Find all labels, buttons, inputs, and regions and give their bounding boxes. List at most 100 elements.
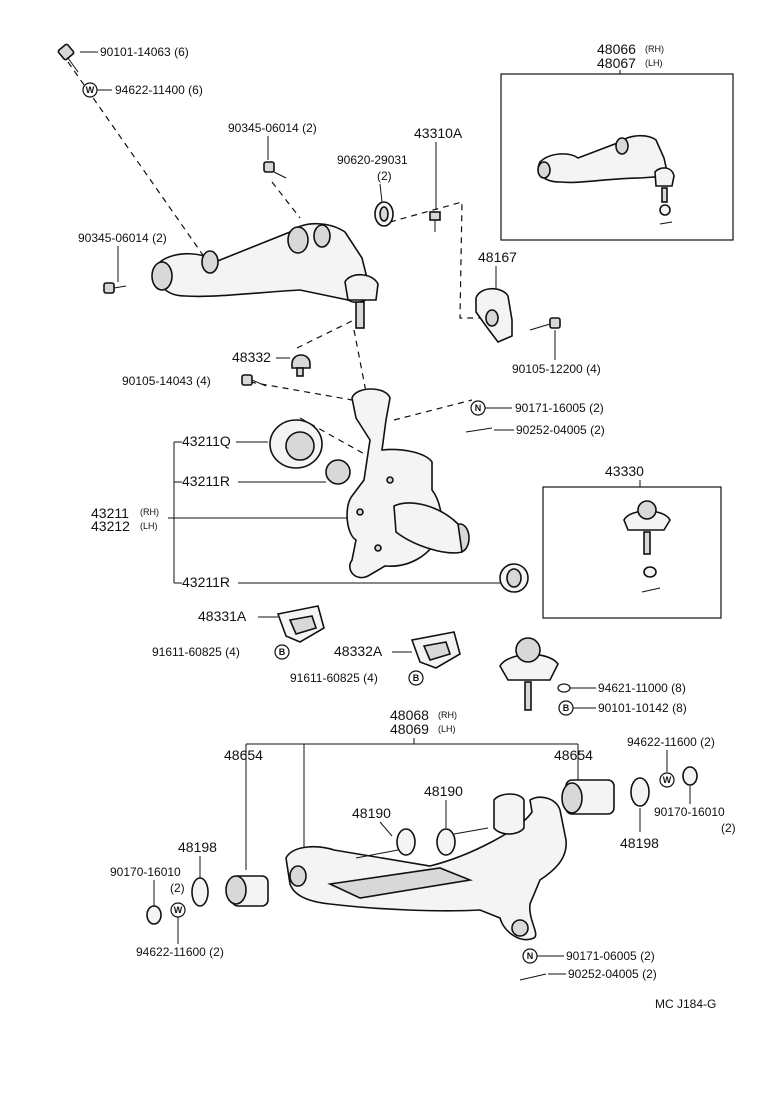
label-bolt-91611-a: 91611-60825 (4) (152, 645, 240, 659)
lower-control-arm (285, 793, 567, 941)
label-48190-a: 48190 (352, 805, 391, 821)
bolt-symbol-c: B (558, 700, 574, 716)
bushing-48654-right-icon (561, 779, 615, 815)
label-48331a: 48331A (198, 608, 247, 624)
label-bolt-90345-a: 90345-06014 (2) (228, 121, 317, 135)
ball-joint-inset-drawing (623, 500, 671, 593)
cotter-pin-a-icon (465, 427, 493, 433)
bearing-43211r-lower-icon (499, 563, 529, 593)
label-43310a: 43310A (414, 125, 463, 141)
washer-symbol-94621 (557, 683, 571, 693)
nut-90170-right-icon (682, 766, 698, 786)
tag-43211-rh: (RH) (140, 507, 159, 517)
label-bolt-90105-14043: 90105-14043 (4) (122, 374, 211, 388)
label-bolt-90105-12200: 90105-12200 (4) (512, 362, 601, 376)
label-43211r-b: 43211R (182, 574, 230, 590)
label-bolt-90101-10142: 90101-10142 (8) (598, 701, 687, 715)
washer-symbol: W (82, 82, 98, 98)
svg-text:W: W (663, 775, 672, 785)
label-nut-90171-16005: 90171-16005 (2) (515, 401, 604, 415)
label-48654-b: 48654 (554, 747, 593, 763)
upper-control-arm (151, 222, 379, 329)
label-48654-a: 48654 (224, 747, 263, 763)
svg-text:N: N (527, 951, 534, 961)
label-43211r-a: 43211R (182, 473, 230, 489)
label-bolt-91611-b: 91611-60825 (4) (290, 671, 378, 685)
label-43330: 43330 (605, 463, 644, 479)
tag-48066-rh: (RH) (645, 44, 664, 54)
label-washer-94622-b: 94622-11600 (2) (136, 945, 224, 959)
label-48332a: 48332A (334, 643, 383, 659)
label-pin-90252-a: 90252-04005 (2) (516, 423, 605, 437)
tag-48068-rh: (RH) (438, 710, 457, 720)
diagram-code: MC J184-G (655, 997, 716, 1011)
cam-bolt-48190-left-icon (355, 828, 416, 859)
upper-arm-inset-drawing (537, 134, 675, 225)
ring-90620-icon (374, 201, 394, 227)
label-bolt-top: 90101-14063 (6) (100, 45, 189, 59)
label-48066: 48066 (597, 41, 636, 57)
tag-48067-lh: (LH) (645, 58, 663, 68)
label-nut-90170-b-qty: (2) (170, 881, 185, 895)
nut-symbol-bottom: N (522, 948, 538, 964)
label-pin-90252-b: 90252-04005 (2) (568, 967, 657, 981)
svg-text:B: B (563, 703, 570, 713)
bolt-symbol-a: B (274, 644, 290, 660)
bolt-90105-12200-icon (529, 317, 561, 331)
label-48332: 48332 (232, 349, 271, 365)
seal-43211q-icon (269, 419, 323, 469)
bracket-48167-icon (475, 287, 513, 343)
label-48190-b: 48190 (424, 783, 463, 799)
steering-knuckle (346, 388, 470, 579)
cotter-pin-b-icon (519, 973, 547, 981)
label-nut-90170-a: 90170-16010 (654, 805, 725, 819)
bumper-48332a-icon (410, 631, 461, 669)
label-48198-b: 48198 (620, 835, 659, 851)
cam-bolt-48190-right-icon (436, 827, 489, 856)
svg-text:N: N (475, 403, 482, 413)
label-ring-90620: 90620-29031 (337, 153, 408, 167)
label-nut-90170-a-qty: (2) (721, 821, 736, 835)
label-48198-a: 48198 (178, 839, 217, 855)
label-43211q: 43211Q (182, 433, 231, 449)
svg-text:W: W (174, 905, 183, 915)
washer-symbol-left: W (170, 902, 186, 918)
tag-48069-lh: (LH) (438, 724, 456, 734)
bolt-90105-14043-icon (241, 374, 267, 387)
washer-symbol-right: W (659, 772, 675, 788)
svg-text:W: W (86, 85, 95, 95)
ball-joint-assembly-box (542, 486, 722, 619)
label-nut-90170-b: 90170-16010 (110, 865, 181, 879)
label-nut-90171-06005: 90171-06005 (2) (566, 949, 655, 963)
label-washer-top: 94622-11400 (6) (115, 83, 203, 97)
cam-washer-48198-right-icon (630, 777, 650, 807)
label-48167: 48167 (478, 249, 517, 265)
bumper-48332-icon (291, 354, 311, 377)
label-48067: 48067 (597, 55, 636, 71)
grease-fitting-43310a-icon (429, 211, 441, 232)
svg-text:B: B (413, 673, 420, 683)
label-washer-94621: 94621-11000 (8) (598, 681, 686, 695)
nut-90170-left-icon (146, 905, 162, 925)
lower-ball-joint-icon (499, 637, 559, 711)
nut-symbol: N (470, 400, 486, 416)
label-washer-94622-a: 94622-11600 (2) (627, 735, 715, 749)
bolt-90345-lower-icon (103, 282, 127, 294)
bolt-top-icon (57, 43, 79, 73)
label-ring-90620-qty: (2) (377, 169, 392, 183)
bearing-43211r-upper-icon (325, 459, 351, 485)
cam-washer-48198-left-icon (191, 877, 209, 907)
label-48069: 48069 (390, 721, 429, 737)
bushing-48654-left-icon (225, 875, 269, 907)
upper-arm-assembly-box (500, 73, 734, 241)
svg-text:B: B (279, 647, 286, 657)
label-43211: 43211 (91, 505, 129, 521)
bolt-symbol-b: B (408, 670, 424, 686)
tag-43212-lh: (LH) (140, 521, 158, 531)
bolt-90345-upper-icon (263, 161, 287, 179)
label-48068: 48068 (390, 707, 429, 723)
label-43212: 43212 (91, 518, 130, 534)
bumper-48331a-icon (276, 605, 325, 643)
label-bolt-90345-b: 90345-06014 (2) (78, 231, 167, 245)
